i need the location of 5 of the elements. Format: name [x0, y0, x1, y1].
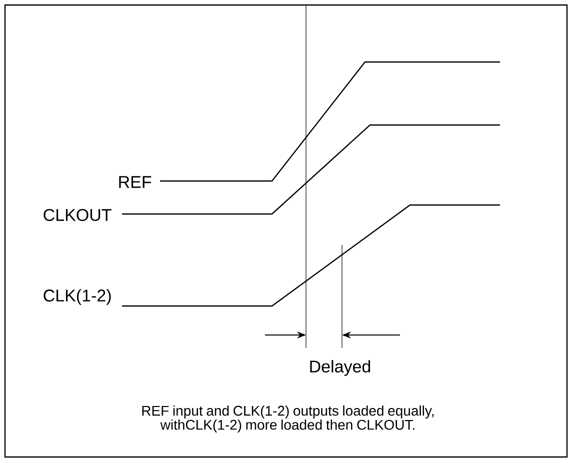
signal-label: REF — [119, 176, 152, 188]
dimension-label: Delayed — [310, 360, 370, 376]
signal-label: CLK(1-2) — [44, 289, 111, 305]
caption: REF input and CLK(1-2) outputs loaded equally, withCLK(1-2) more loaded then CLKOUT. — [142, 405, 434, 433]
signal-label: CLKOUT — [44, 208, 112, 222]
